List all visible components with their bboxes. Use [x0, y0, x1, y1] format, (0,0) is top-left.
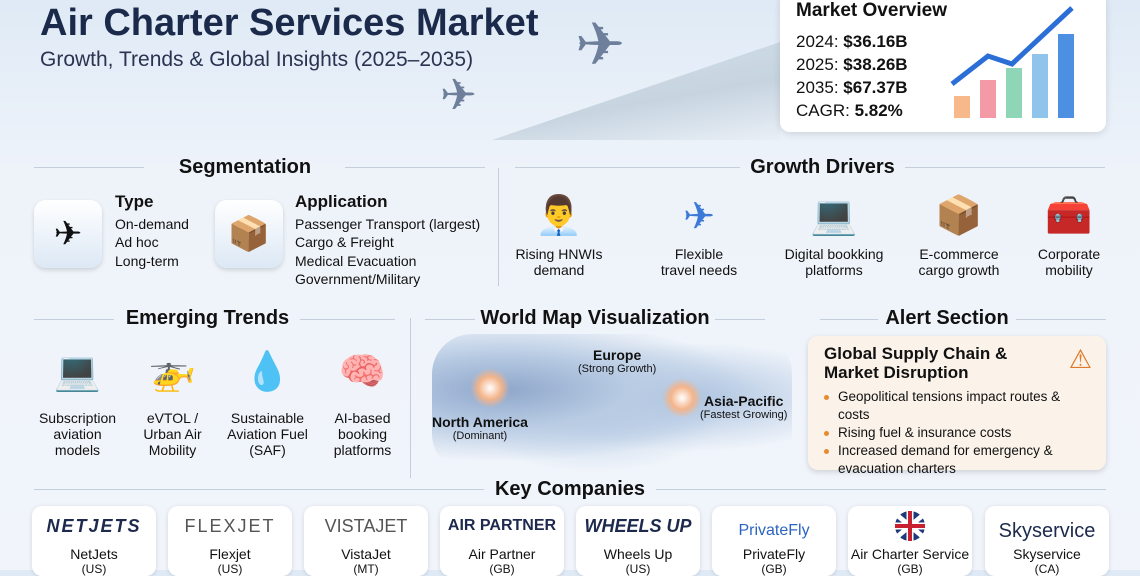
overview-title: Market Overview	[796, 0, 948, 21]
airplane-icon: ✈	[34, 200, 102, 268]
hotspot-asia-pacific	[662, 378, 702, 418]
growth-drivers-title: Growth Drivers	[750, 156, 895, 178]
ai-brain-icon: 🧠	[338, 351, 387, 393]
package-icon: 📦	[935, 195, 983, 237]
alert-list: Geopolitical tensions impact routes & co…	[824, 388, 1090, 478]
key-companies-title: Key Companies	[494, 478, 646, 500]
page-title: Air Charter Services Market	[40, 2, 539, 44]
uk-flag-icon	[848, 506, 972, 546]
company-card-air-charter-service: Air Charter Service(GB)	[848, 506, 972, 576]
world-map-title: World Map Visualization	[480, 307, 710, 329]
hotspot-north-america	[470, 368, 510, 408]
market-overview-card: Market Overview 2024: $36.16B 2025: $38.…	[780, 0, 1106, 132]
overview-row: 2035: $67.37B	[796, 78, 908, 97]
application-list: Application Passenger Transport (largest…	[295, 192, 481, 287]
airplane-icon: ✈	[683, 196, 715, 238]
airplane-illustration: ✈	[440, 71, 477, 120]
growth-chart-icon	[950, 6, 1074, 118]
laptop-booking-icon: 💻	[810, 195, 858, 237]
alert-heading: Global Supply Chain & Market Disruption	[824, 344, 1008, 382]
warning-icon: ⚠	[1068, 344, 1092, 374]
region-north-america: North America(Dominant)	[432, 414, 528, 442]
alert-card: Global Supply Chain & Market Disruption …	[808, 336, 1106, 476]
airplane-illustration: ✈	[575, 11, 626, 78]
laptop-subscription-icon: 💻	[53, 351, 102, 393]
drone-icon: 🚁	[148, 351, 197, 393]
fuel-drop-icon: 💧	[243, 351, 292, 393]
region-europe: Europe(Strong Growth)	[578, 347, 657, 375]
segmentation-title: Segmentation	[178, 156, 312, 178]
overview-row: CAGR: 5.82%	[796, 101, 903, 120]
medical-briefcase-icon: 🧰	[1045, 195, 1093, 237]
overview-row: 2025: $38.26B	[796, 55, 908, 74]
page-subtitle: Growth, Trends & Global Insights (2025–2…	[40, 48, 474, 71]
emerging-trends-title: Emerging Trends	[125, 307, 290, 329]
cargo-box-icon: 📦	[215, 200, 283, 268]
overview-row: 2024: $36.16B	[796, 32, 908, 51]
region-asia-pacific: Asia-Pacific(Fastest Growing)	[700, 393, 788, 421]
businessman-icon: 👨‍💼	[535, 195, 583, 237]
alert-section-title: Alert Section	[885, 307, 1009, 329]
